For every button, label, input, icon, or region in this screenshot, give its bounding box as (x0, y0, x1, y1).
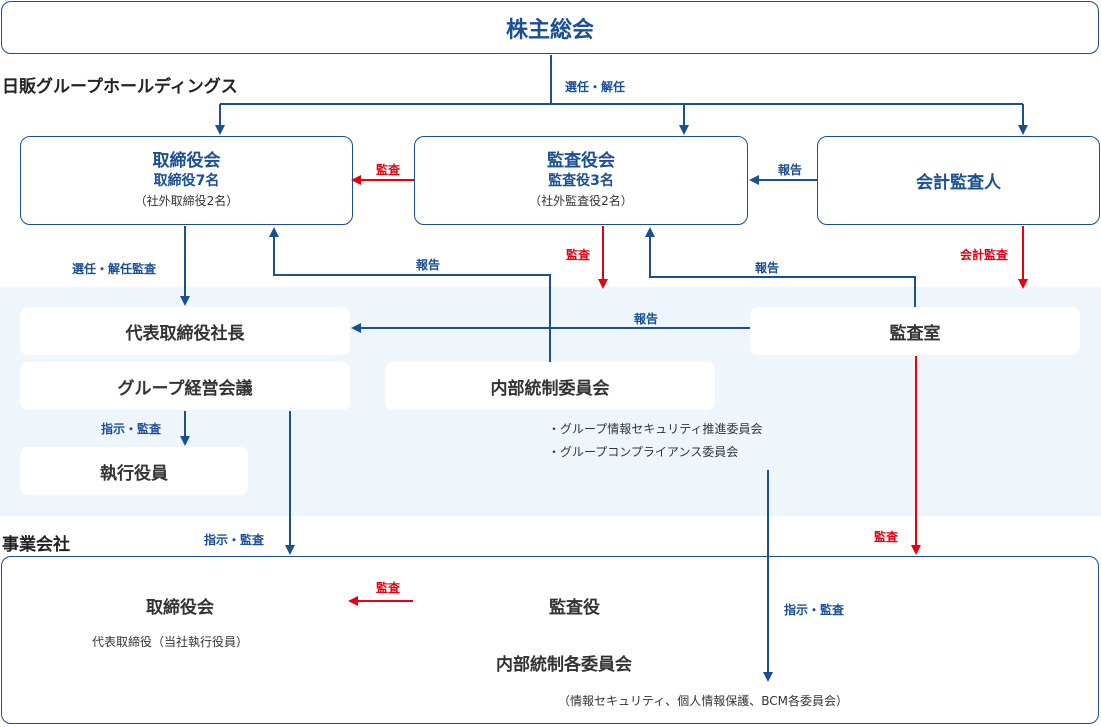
executive-officers-box: 執行役員 (20, 447, 248, 495)
business-committees-title: 内部統制各委員会 (496, 655, 632, 675)
label-audit-office-business: 監査 (874, 530, 899, 544)
label-instruct-executives: 指示・監査 (101, 422, 162, 436)
shareholders-meeting-title: 株主総会 (505, 17, 594, 43)
label-report-accounting: 報告 (778, 163, 803, 177)
business-company-box (1, 556, 1099, 724)
accounting-auditor-title: 会計監査人 (916, 173, 1001, 193)
business-committees-subtitle: （情報セキュリティ、個人情報保護、BCM各委員会） (558, 694, 849, 708)
business-board-title: 取締役会 (146, 598, 214, 618)
shareholders-meeting-box: 株主総会 (1, 1, 1099, 54)
label-instruct-committees: 指示・監査 (784, 603, 845, 617)
label-report-audit-office: 報告 (755, 261, 780, 275)
label-audit-board: 監査 (376, 163, 401, 177)
president-box: 代表取締役社長 (20, 307, 350, 355)
group-management-meeting-box: グループ経営会議 (20, 362, 350, 410)
business-board-subtitle: 代表取締役（当社執行役員） (92, 635, 249, 649)
audit-board-outside-count: （社外監査役2名） (529, 194, 633, 208)
board-of-directors-box: 取締役会 取締役7名 （社外取締役2名） (20, 136, 353, 225)
label-elect-audit: 選任・解任監査 (72, 262, 157, 276)
committee-item: ・グループ情報セキュリティ推進委員会 (548, 422, 763, 436)
business-auditor-title: 監査役 (549, 598, 600, 618)
audit-board-box: 監査役会 監査役3名 （社外監査役2名） (414, 136, 748, 225)
board-outside-count: （社外取締役2名） (134, 194, 239, 208)
board-title: 取締役会 (152, 151, 221, 171)
board-count: 取締役7名 (153, 173, 220, 189)
business-company-heading: 事業会社 (2, 535, 70, 555)
holding-company-heading: 日販グループホールディングス (2, 77, 238, 97)
label-report-internal-control: 報告 (416, 258, 441, 272)
audit-office-box: 監査室 (750, 307, 1080, 355)
audit-board-count: 監査役3名 (548, 173, 614, 189)
label-audit-business-board: 監査 (376, 581, 401, 595)
committee-item: ・グループコンプライアンス委員会 (548, 445, 739, 459)
label-report-to-president: 報告 (634, 312, 659, 326)
internal-control-committee-box: 内部統制委員会 (385, 362, 715, 410)
label-audit-auditors: 監査 (566, 248, 591, 262)
label-elect: 選任・解任 (565, 80, 626, 94)
report-line-audit-office-to-auditors (645, 227, 916, 307)
label-accounting-audit: 会計監査 (960, 248, 1009, 262)
label-instruct-business: 指示・監査 (204, 533, 265, 547)
accounting-auditor-box: 会計監査人 (817, 136, 1100, 225)
report-line-internal-control-to-board (269, 227, 551, 362)
audit-board-title: 監査役会 (547, 151, 615, 171)
